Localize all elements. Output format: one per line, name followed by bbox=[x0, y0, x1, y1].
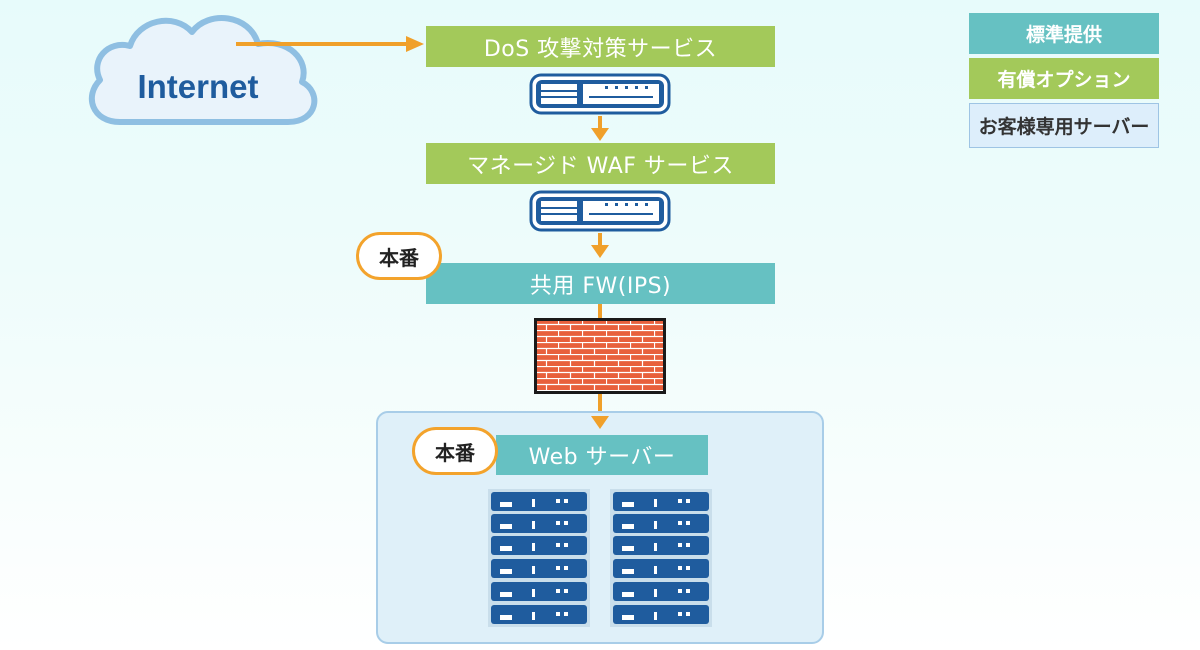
shared-firewall-bar: 共用 FW(IPS) bbox=[426, 263, 775, 304]
server-rack-icon bbox=[610, 489, 712, 627]
production-badge: 本番 bbox=[356, 232, 442, 280]
arrow-head-right-icon bbox=[406, 36, 424, 52]
internet-cloud: Internet bbox=[82, 10, 327, 130]
managed-waf-bar: マネージド WAF サービス bbox=[426, 143, 775, 184]
internet-label: Internet bbox=[137, 68, 259, 105]
arrow-head-down-icon bbox=[591, 245, 609, 258]
arrow-appliance-to-fw bbox=[598, 233, 602, 247]
legend-customer-server: お客様専用サーバー bbox=[969, 103, 1159, 148]
brick-firewall-icon bbox=[534, 318, 666, 394]
production-badge: 本番 bbox=[412, 427, 498, 475]
network-appliance-icon bbox=[529, 73, 671, 115]
legend-paid-option: 有償オプション bbox=[969, 58, 1159, 99]
customer-server-area: Web サーバー 本番 bbox=[376, 411, 824, 644]
server-units-icon bbox=[613, 492, 709, 624]
arrow-head-down-icon bbox=[591, 128, 609, 141]
network-appliance-icon bbox=[529, 190, 671, 232]
dos-protection-bar: DoS 攻撃対策サービス bbox=[426, 26, 775, 67]
arrow-appliance-to-waf bbox=[598, 116, 602, 130]
server-rack-icon bbox=[488, 489, 590, 627]
connector-fw-to-firewall bbox=[598, 304, 602, 318]
legend-standard: 標準提供 bbox=[969, 13, 1159, 54]
web-server-bar: Web サーバー bbox=[496, 435, 708, 475]
arrow-internet-to-dos bbox=[236, 42, 410, 46]
server-units-icon bbox=[491, 492, 587, 624]
arrow-head-down-icon bbox=[591, 416, 609, 429]
arrow-firewall-to-web bbox=[598, 394, 602, 418]
